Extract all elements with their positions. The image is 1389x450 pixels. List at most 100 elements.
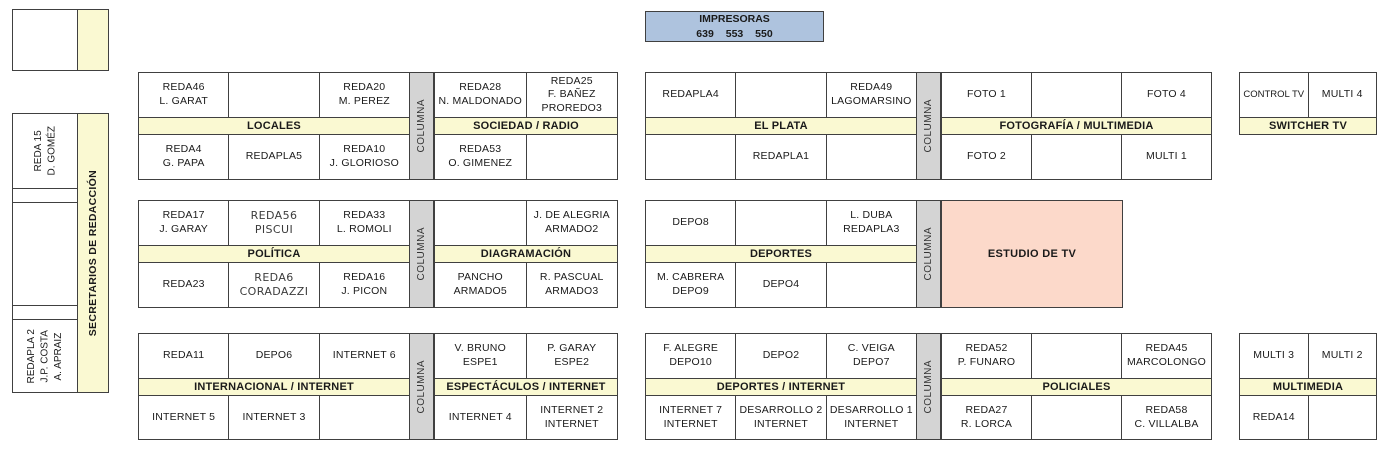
desk-cell: L. DUBA REDAPLA3 xyxy=(826,201,916,245)
section-el-plata: REDAPLA4 REDA49 LAGOMARSINO EL PLATA RED… xyxy=(645,72,917,180)
desk-cell: REDA58 C. VILLALBA xyxy=(1122,396,1211,439)
desk-cell: P. GARAY ESPE2 xyxy=(526,334,617,378)
desk-cell: REDA10 J. GLORIOSO xyxy=(319,135,409,179)
desk-cell-empty xyxy=(1032,135,1121,179)
desk-cell: REDA6 CORADAZZI xyxy=(229,263,319,307)
desk-cell: REDA 15 D. GOMÉZ xyxy=(13,114,77,188)
section-label-politica: POLÍTICA xyxy=(139,246,409,262)
desk-cell: INTERNET 5 xyxy=(139,396,229,439)
printers-title: IMPRESORAS xyxy=(699,13,770,26)
desk-cell: FOTO 4 xyxy=(1122,73,1211,117)
section-deportes-internet: F. ALEGRE DEPO10 DEPO2 C. VEIGA DEPO7 DE… xyxy=(645,333,917,440)
desk-cell: DEPO6 xyxy=(229,334,319,378)
desk-cell-empty xyxy=(1032,73,1121,117)
corner-desk xyxy=(12,9,109,71)
section-label-deportes: DEPORTES xyxy=(646,246,916,262)
corner-desk-strip xyxy=(78,10,108,70)
secretaries-desk-group: REDA 15 D. GOMÉZ REDAPLA 2 J.P. COSTA A.… xyxy=(12,113,109,393)
section-politica: REDA17 J. GARAY REDA56 PISCUI REDA33 L. … xyxy=(138,200,410,308)
desk-cell: MULTI 2 xyxy=(1308,334,1376,378)
section-switcher-tv: CONTROL TV MULTI 4 SWITCHER TV xyxy=(1239,72,1377,135)
desk-cell: INTERNET 3 xyxy=(229,396,319,439)
desk-cell: REDAPLA 2 J.P. COSTA A. APRAIZ xyxy=(13,320,77,392)
desk-cell: REDA17 J. GARAY xyxy=(139,201,229,245)
columna-label: COLUMNA xyxy=(922,227,934,281)
desk-cell: REDAPLA1 xyxy=(736,135,826,179)
desk-cell: REDA27 R. LORCA xyxy=(942,396,1031,439)
desk-cell: REDA33 L. ROMOLI xyxy=(319,201,409,245)
desk-cell-empty xyxy=(13,189,77,202)
desk-cell: DESARROLLO 2 INTERNET xyxy=(736,396,826,439)
desk-cell: MULTI 3 xyxy=(1240,334,1308,378)
desk-cell: REDA14 xyxy=(1240,396,1308,439)
section-label-fotografia-multimedia: FOTOGRAFÍA / MULTIMEDIA xyxy=(942,118,1211,134)
desk-cell-empty xyxy=(1032,396,1121,439)
desk-cell: REDA20 M. PEREZ xyxy=(319,73,409,117)
columna-pillar: COLUMNA xyxy=(916,72,941,180)
section-label-sociedad-radio: SOCIEDAD / RADIO xyxy=(435,118,617,134)
columna-pillar: COLUMNA xyxy=(409,72,434,180)
desk-cell-empty xyxy=(435,201,526,245)
desk-cell-empty xyxy=(13,203,77,305)
desk-cell-empty xyxy=(736,201,826,245)
desk-label: REDAPLA 2 J.P. COSTA A. APRAIZ xyxy=(25,328,64,384)
desk-cell: FOTO 1 xyxy=(942,73,1031,117)
section-label-policiales: POLICIALES xyxy=(942,379,1211,395)
desk-cell-empty xyxy=(526,135,617,179)
desk-cell-empty xyxy=(319,396,409,439)
section-deportes: DEPO8 L. DUBA REDAPLA3 DEPORTES M. CABRE… xyxy=(645,200,917,308)
secretaries-desks: REDA 15 D. GOMÉZ REDAPLA 2 J.P. COSTA A.… xyxy=(13,114,77,392)
desk-cell-empty xyxy=(826,135,916,179)
desk-cell: DEPO4 xyxy=(736,263,826,307)
desk-cell: DESARROLLO 1 INTERNET xyxy=(826,396,916,439)
desk-cell: REDA53 O. GIMENEZ xyxy=(435,135,526,179)
section-fotografia-multimedia: FOTO 1 FOTO 4 FOTOGRAFÍA / MULTIMEDIA FO… xyxy=(941,72,1212,180)
desk-cell: CONTROL TV xyxy=(1240,73,1308,117)
desk-cell: INTERNET 6 xyxy=(319,334,409,378)
desk-cell: REDA46 L. GARAT xyxy=(139,73,229,117)
columna-label: COLUMNA xyxy=(922,99,934,153)
columna-pillar: COLUMNA xyxy=(409,200,434,308)
estudio-tv-box: ESTUDIO DE TV xyxy=(941,200,1123,308)
section-label-espectaculos-internet: ESPECTÁCULOS / INTERNET xyxy=(435,379,617,395)
section-label-locales: LOCALES xyxy=(139,118,409,134)
desk-cell: PANCHO ARMADO5 xyxy=(435,263,526,307)
desk-cell: J. DE ALEGRIA ARMADO2 xyxy=(526,201,617,245)
section-internacional-internet: REDA11 DEPO6 INTERNET 6 INTERNACIONAL / … xyxy=(138,333,410,440)
section-label-el-plata: EL PLATA xyxy=(646,118,916,134)
secretaries-band: SECRETARIOS DE REDACCIÓN xyxy=(78,114,108,392)
desk-cell: REDA25 F. BAÑEZ PROREDO3 xyxy=(526,73,617,117)
section-label-deportes-internet: DEPORTES / INTERNET xyxy=(646,379,916,395)
desk-cell-empty xyxy=(1032,334,1121,378)
desk-cell: REDA49 LAGOMARSINO xyxy=(826,73,916,117)
section-diagramacion: J. DE ALEGRIA ARMADO2 DIAGRAMACIÓN PANCH… xyxy=(434,200,618,308)
desk-cell-empty xyxy=(13,306,77,319)
columna-label: COLUMNA xyxy=(415,99,427,153)
desk-cell: MULTI 4 xyxy=(1308,73,1376,117)
printers-numbers: 639 553 550 xyxy=(696,27,773,40)
desk-cell: INTERNET 2 INTERNET xyxy=(526,396,617,439)
desk-cell-empty xyxy=(826,263,916,307)
desk-cell: F. ALEGRE DEPO10 xyxy=(646,334,736,378)
desk-cell: REDA11 xyxy=(139,334,229,378)
desk-cell: FOTO 2 xyxy=(942,135,1031,179)
section-label-multimedia: MULTIMEDIA xyxy=(1240,379,1376,395)
secretaries-label: SECRETARIOS DE REDACCIÓN xyxy=(86,169,99,337)
columna-pillar: COLUMNA xyxy=(916,333,941,440)
section-policiales: REDA52 P. FUNARO REDA45 MARCOLONGO POLIC… xyxy=(941,333,1212,440)
desk-cell: DEPO2 xyxy=(736,334,826,378)
desk-cell: M. CABRERA DEPO9 xyxy=(646,263,736,307)
columna-pillar: COLUMNA xyxy=(916,200,941,308)
desk-cell: DEPO8 xyxy=(646,201,736,245)
section-sociedad-radio: REDA28 N. MALDONADO REDA25 F. BAÑEZ PROR… xyxy=(434,72,618,180)
desk-cell: R. PASCUAL ARMADO3 xyxy=(526,263,617,307)
corner-desk-area xyxy=(13,10,77,70)
desk-cell: REDA16 J. PICON xyxy=(319,263,409,307)
desk-cell-empty xyxy=(229,73,319,117)
columna-label: COLUMNA xyxy=(922,359,934,414)
columna-label: COLUMNA xyxy=(415,227,427,281)
desk-cell: REDA45 MARCOLONGO xyxy=(1122,334,1211,378)
columna-pillar: COLUMNA xyxy=(409,333,434,440)
columna-label: COLUMNA xyxy=(415,359,427,414)
